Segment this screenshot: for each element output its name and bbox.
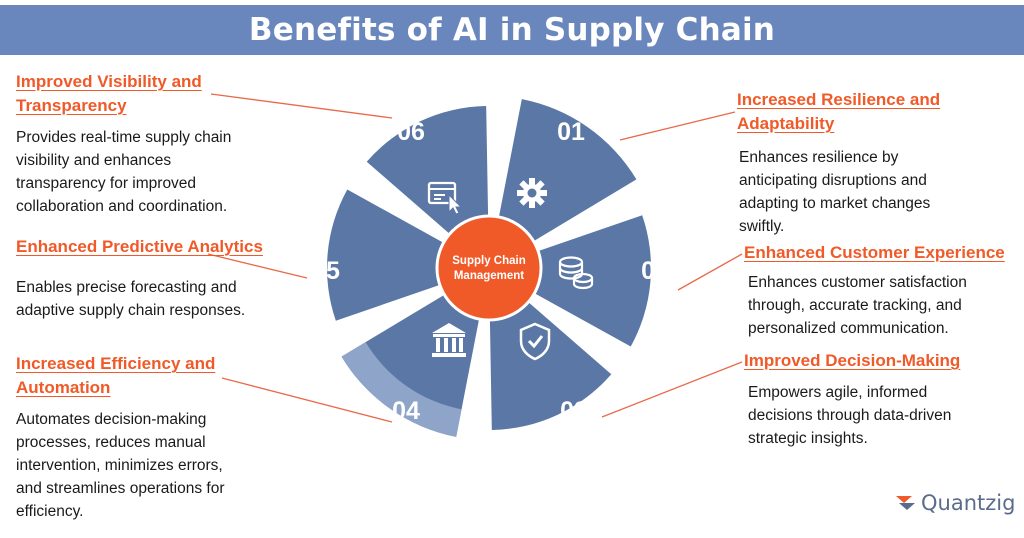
- gear-icon: [517, 178, 547, 208]
- benefit-03-description: Empowers agile, informed decisions throu…: [748, 384, 952, 447]
- segment-01: [366, 106, 489, 236]
- quantzig-logo-text: Quantzig: [921, 491, 1016, 515]
- benefit-02-description: Enhances customer satisfaction through, …: [748, 274, 967, 337]
- shield-check-icon: [519, 322, 551, 361]
- segment-number-06: 06: [397, 118, 425, 146]
- connector-line: [221, 377, 393, 423]
- benefit-05-description: Enables precise forecasting and adaptive…: [16, 279, 246, 319]
- benefit-04-description: Automates decision-making processes, red…: [16, 411, 225, 520]
- connector-lines: [207, 93, 743, 423]
- segment-number-03: 03: [560, 397, 588, 425]
- segment-number-01: 01: [557, 118, 585, 146]
- connector-line: [207, 253, 308, 279]
- benefit-05-heading: Enhanced Predictive Analytics: [16, 237, 263, 256]
- benefit-06: Improved Visibility and Transparency Pro…: [16, 70, 306, 218]
- benefit-01: Increased Resilience and Adaptability En…: [737, 88, 1017, 238]
- center-label-line-2: Management: [454, 270, 524, 282]
- browser-cursor-icon: [427, 181, 463, 215]
- segment-number-02: 02: [641, 257, 669, 285]
- benefit-05: Enhanced Predictive Analytics Enables pr…: [16, 235, 306, 322]
- segment-05-highlight: [341, 342, 462, 437]
- page-title: Benefits of AI in Supply Chain: [248, 12, 776, 48]
- connector-line: [619, 111, 736, 141]
- benefit-03: Improved Decision-Making Empowers agile,…: [744, 349, 1019, 450]
- benefit-02-heading: Enhanced Customer Experience: [744, 243, 1005, 262]
- connector-line: [601, 361, 743, 418]
- title-banner: Benefits of AI in Supply Chain: [0, 5, 1024, 55]
- segment-number-05: 05: [312, 257, 340, 285]
- coins-icon: [558, 256, 594, 290]
- benefit-02: Enhanced Customer Experience Enhances cu…: [744, 241, 1019, 340]
- benefit-06-heading: Improved Visibility and Transparency: [16, 72, 202, 115]
- connector-line: [210, 93, 393, 119]
- center-hub: [435, 214, 543, 322]
- segment-numbers: 01 02 03 04 05 06: [312, 118, 669, 425]
- benefit-01-description: Enhances resilience by anticipating disr…: [739, 149, 931, 235]
- benefit-04-heading: Increased Efficiency and Automation: [16, 354, 216, 397]
- segment-number-04: 04: [392, 397, 420, 425]
- center-label-line-1: Supply Chain: [452, 255, 525, 267]
- bank-icon: [432, 323, 466, 357]
- benefit-01-heading: Increased Resilience and Adaptability: [737, 90, 941, 133]
- quantzig-logo: Quantzig: [895, 489, 1020, 517]
- benefit-04: Increased Efficiency and Automation Auto…: [16, 352, 306, 523]
- benefit-06-description: Provides real-time supply chain visibili…: [16, 129, 232, 215]
- connector-line: [677, 253, 743, 291]
- quantzig-logo-mark: [896, 496, 915, 510]
- segment-06: [326, 189, 446, 321]
- benefit-03-heading: Improved Decision-Making: [744, 351, 961, 370]
